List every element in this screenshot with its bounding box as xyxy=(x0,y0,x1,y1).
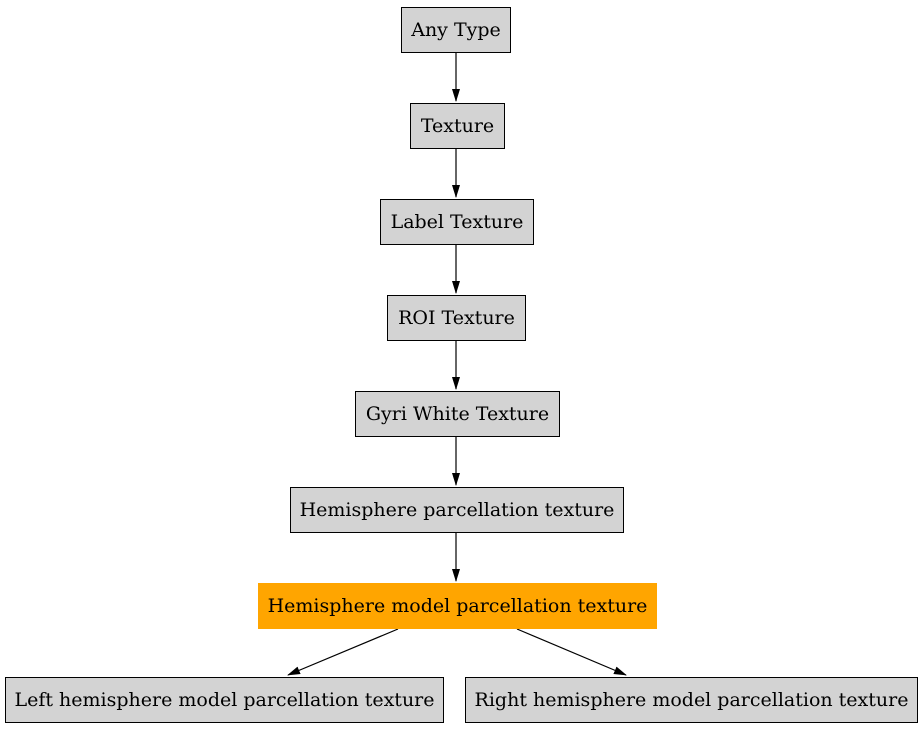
edge-hemimodel-lefthemi xyxy=(287,628,399,676)
node-left-hemisphere-model-parcellation-texture: Left hemisphere model parcellation textu… xyxy=(5,677,444,723)
node-label-texture: Label Texture xyxy=(380,199,534,245)
node-right-hemisphere-model-parcellation-texture: Right hemisphere model parcellation text… xyxy=(465,677,918,723)
node-any-type: Any Type xyxy=(401,7,511,53)
edge-hemimodel-righthemi xyxy=(516,628,627,676)
node-texture: Texture xyxy=(410,103,505,149)
node-hemisphere-model-parcellation-texture: Hemisphere model parcellation texture xyxy=(258,583,657,629)
node-gyri-white-texture: Gyri White Texture xyxy=(355,391,560,437)
node-roi-texture: ROI Texture xyxy=(387,295,526,341)
node-hemisphere-parcellation-texture: Hemisphere parcellation texture xyxy=(290,487,624,533)
